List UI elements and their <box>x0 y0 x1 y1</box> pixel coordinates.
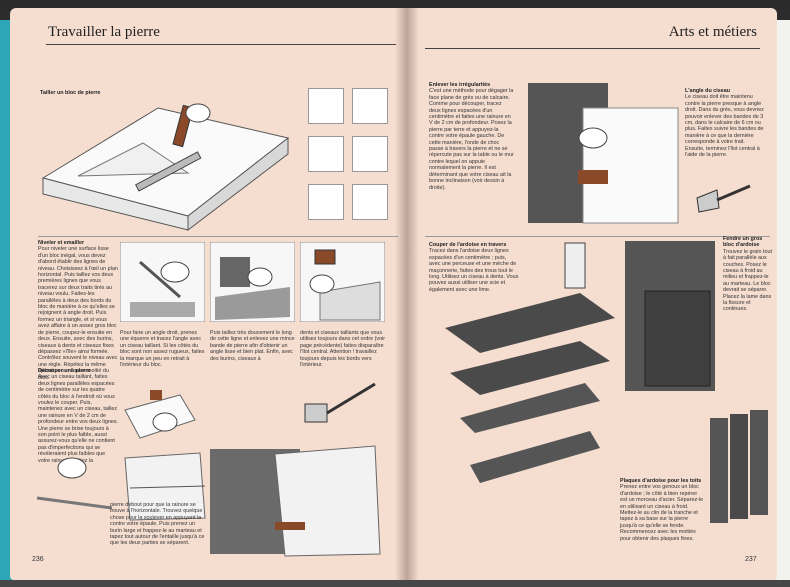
illustration-saw <box>32 448 122 518</box>
illustration-split <box>120 448 210 523</box>
section-angle: L'angle du ciseau Le ciseau doit être ma… <box>685 88 765 158</box>
step-tile-6 <box>352 184 388 220</box>
header-rule <box>46 44 396 45</box>
left-page-number: 236 <box>32 556 44 563</box>
step-tile-1 <box>308 88 344 124</box>
section-heading: Plaques d'ardoise pour les toits <box>620 478 702 484</box>
section-text: Tracez dans l'ardoise deux lignes espacé… <box>429 248 519 293</box>
right-page: Arts et métiers Enlever les irrégularité… <box>405 8 777 580</box>
illustration-stone-block <box>38 98 293 238</box>
illustration-slate-block <box>620 236 720 396</box>
header-rule <box>425 48 760 49</box>
illustration-slate-drill <box>440 233 620 523</box>
section-irregularites: Enlever les irrégularités C'est une méth… <box>429 82 514 191</box>
illustration-person <box>205 444 390 559</box>
section-fendre: Fendre un gros bloc d'ardoise Trouvez le… <box>723 236 773 313</box>
section-text: C'est une méthode pour dégager la face p… <box>429 88 514 191</box>
illustration-groove <box>120 380 200 445</box>
section-heading: Enlever les irrégularités <box>429 82 491 88</box>
illustration-chisel-work <box>523 78 683 228</box>
right-page-number: 237 <box>745 556 757 563</box>
section-tailler: Tailler un bloc de pierre <box>40 90 140 96</box>
section-heading: Niveler et emailler <box>38 240 85 246</box>
step-tile-5 <box>308 184 344 220</box>
caption-col4: dents et ciseaux taillants que vous util… <box>300 330 386 369</box>
section-heading: Couper de l'ardoise en travers <box>429 242 507 248</box>
section-text: Pour niveler une surface lisse d'un bloc… <box>38 246 118 381</box>
section-rule <box>38 236 398 237</box>
illustration-step-mallet <box>300 242 385 322</box>
caption-bottom: pierre debout pour que la rainure se tro… <box>110 502 205 547</box>
step-tile-2 <box>352 88 388 124</box>
section-niveler: Niveler et emailler Pour niveler une sur… <box>38 240 118 381</box>
section-text: Avec un ciseau taillant, faites deux lig… <box>38 374 119 464</box>
illustration-chisel <box>695 178 755 218</box>
illustration-step-square <box>120 242 205 322</box>
book-gutter <box>395 8 419 580</box>
section-heading: Découper une pierre <box>38 368 91 374</box>
caption-col2: Pour faire un angle droit, prenez une éq… <box>120 330 205 369</box>
section-heading: L'angle du ciseau <box>685 88 731 94</box>
left-page: Travailler la pierre Tailler un bloc de … <box>10 8 405 580</box>
step-tile-3 <box>308 136 344 172</box>
section-plaques: Plaques d'ardoise pour les toits Prenez … <box>620 478 705 542</box>
section-text: Le ciseau doit être maintenu contre la p… <box>685 94 764 159</box>
section-text: Trouvez le grain tout à fait parallèle a… <box>723 248 772 313</box>
left-page-header: Travailler la pierre <box>48 24 160 40</box>
right-page-header: Arts et métiers <box>668 24 757 40</box>
section-heading: Tailler un bloc de pierre <box>40 90 101 96</box>
step-tile-4 <box>352 136 388 172</box>
illustration-scraper <box>300 376 380 426</box>
illustration-step-chisel <box>210 242 295 322</box>
section-couper-ardoise: Couper de l'ardoise en travers Tracez da… <box>429 242 519 293</box>
section-heading: Fendre un gros bloc d'ardoise <box>723 236 763 249</box>
caption-col3: Puis taillez très doucement le long de c… <box>210 330 295 362</box>
section-decouper: Découper une pierre Avec un ciseau taill… <box>38 368 118 464</box>
section-rule <box>425 236 770 237</box>
section-text: Prenez entre vos genoux un bloc d'ardois… <box>620 484 704 542</box>
illustration-slate-sheets <box>705 408 775 533</box>
